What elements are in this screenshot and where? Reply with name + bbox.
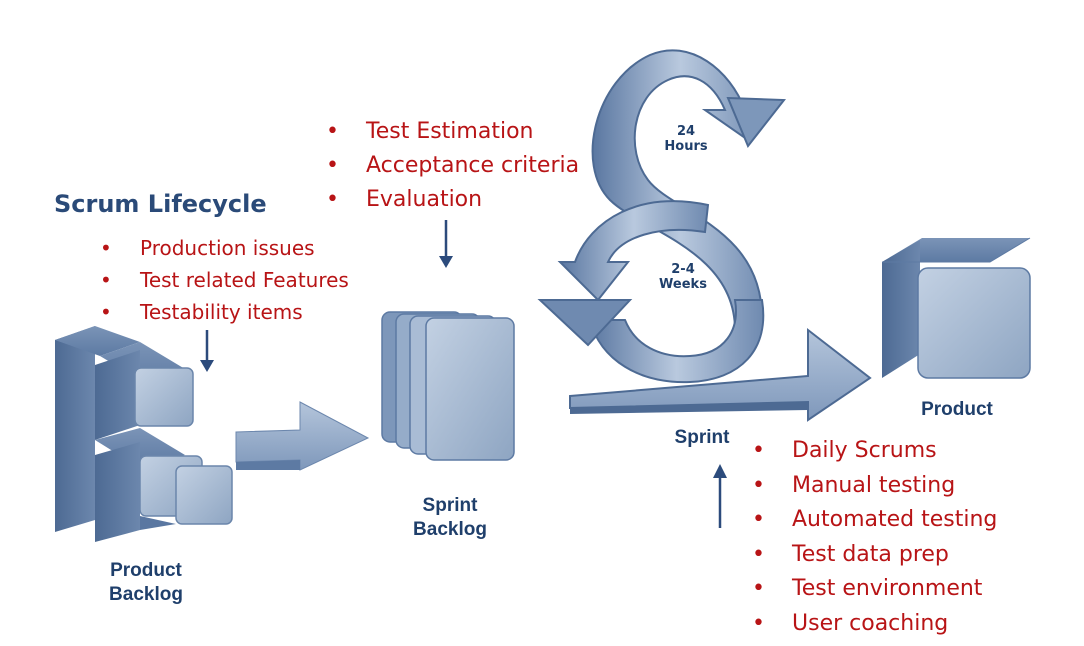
planning-notes-list: •Test Estimation •Acceptance criteria •E… (326, 119, 579, 221)
sprint-note: •Manual testing (752, 472, 956, 498)
bullet-icon: • (326, 153, 339, 178)
sprint-cycle-spiral (537, 49, 872, 422)
bullet-icon: • (326, 187, 339, 212)
bullet-icon: • (752, 610, 765, 636)
bullet-icon: • (100, 236, 112, 260)
diagram-title: Scrum Lifecycle (54, 190, 267, 218)
sprint-cycle-label: 2-4 Weeks (659, 262, 707, 292)
bullet-icon: • (326, 119, 339, 144)
backlog-notes-list: •Production issues •Test related Feature… (100, 236, 349, 332)
planning-note: •Acceptance criteria (326, 153, 580, 178)
bullet-icon: • (100, 268, 112, 292)
backlog-note: •Test related Features (100, 268, 349, 292)
product-backlog-blocks (55, 326, 233, 542)
bullet-icon: • (752, 472, 765, 498)
sprint-note: •Test environment (752, 576, 983, 601)
bullet-icon: • (752, 438, 765, 463)
flow-arrow-1 (235, 401, 370, 471)
product-label: Product (921, 399, 993, 420)
bullet-icon: • (100, 300, 112, 324)
sprint-notes-list: •Daily Scrums •Manual testing •Automated… (752, 438, 997, 645)
sprint-note: •Automated testing (752, 507, 998, 532)
bullet-icon: • (752, 576, 765, 601)
daily-cycle-label: 24 Hours (664, 124, 708, 154)
backlog-note: •Production issues (100, 236, 315, 260)
sprint-backlog-cards (381, 311, 515, 461)
sprint-backlog-label: Sprint Backlog (413, 495, 487, 540)
planning-note: •Test Estimation (326, 119, 534, 144)
bullet-icon: • (752, 507, 765, 532)
sprint-note: •Daily Scrums (752, 438, 937, 463)
planning-note: •Evaluation (326, 187, 483, 212)
sprint-note: •User coaching (752, 610, 949, 636)
product-backlog-label: Product Backlog (109, 560, 183, 605)
product-cube (882, 237, 1031, 379)
sprint-note: •Test data prep (752, 541, 949, 567)
indicator-arrows (200, 220, 727, 528)
bullet-icon: • (752, 541, 765, 567)
sprint-label: Sprint (674, 427, 730, 448)
backlog-note: •Testability items (100, 300, 303, 324)
